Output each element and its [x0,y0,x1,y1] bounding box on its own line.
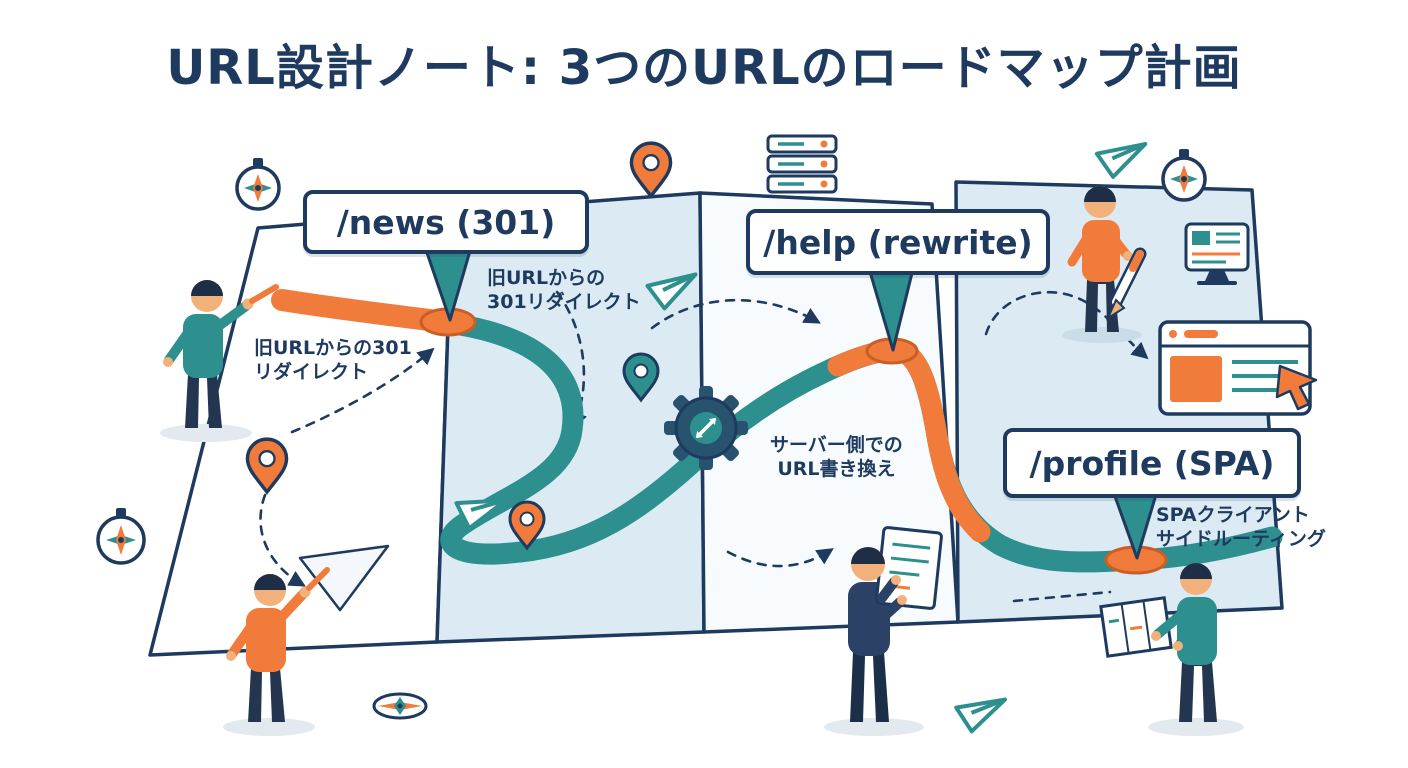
monitor-icon [1184,222,1250,285]
callout-news: /news (301) [303,190,589,254]
annotation-server-rewrite: サーバー側での URL書き換え [770,433,903,482]
callout-profile-label: /profile (SPA) [1029,443,1275,483]
paper-plane-icon [454,141,1148,734]
person-top-right [1062,186,1147,343]
callout-profile: /profile (SPA) [1003,428,1301,498]
annotation-line: 旧URLからの301 [254,337,412,359]
road-teal [271,289,1283,573]
annotation-line: 旧URLからの [487,267,606,289]
callout-help-label: /help (rewrite) [763,222,1033,262]
person-left [160,280,279,442]
annotation-301-redirect-left: 旧URLからの301 リダイレクト [254,336,412,385]
browser-window-icon [1158,320,1318,416]
person-bottom-right [1099,563,1244,736]
annotation-line: リダイレクト [254,361,369,384]
compass-icon [96,149,1207,720]
gear-icon [664,386,748,470]
annotation-line: サイドルーティング [1156,528,1326,551]
map-fold-corner [298,544,390,612]
callout-help: /help (rewrite) [746,209,1050,275]
pencil-icon [1105,247,1147,321]
annotation-line: SPAクライアント [1156,504,1310,526]
person-bottom-left [223,567,330,736]
person-center [824,526,943,736]
annotation-line: サーバー側での [770,434,903,456]
pencil-icon [249,284,279,304]
annotation-line: URL書き換え [777,458,896,481]
annotation-line: 301リダイレクト [487,291,641,314]
pencil-icon [306,567,330,591]
dashed-paths [259,290,1149,603]
cursor-arrow-icon [1275,364,1318,411]
annotation-spa-routing: SPAクライアント サイドルーティング [1156,503,1326,552]
callout-news-label: /news (301) [336,202,556,242]
annotation-301-redirect-mid: 旧URLからの 301リダイレクト [487,266,641,315]
map-pin-icon [245,141,673,551]
page-title: URL設計ノート: 3つのURLのロードマップ計画 [166,40,1242,96]
server-icon [766,134,838,194]
